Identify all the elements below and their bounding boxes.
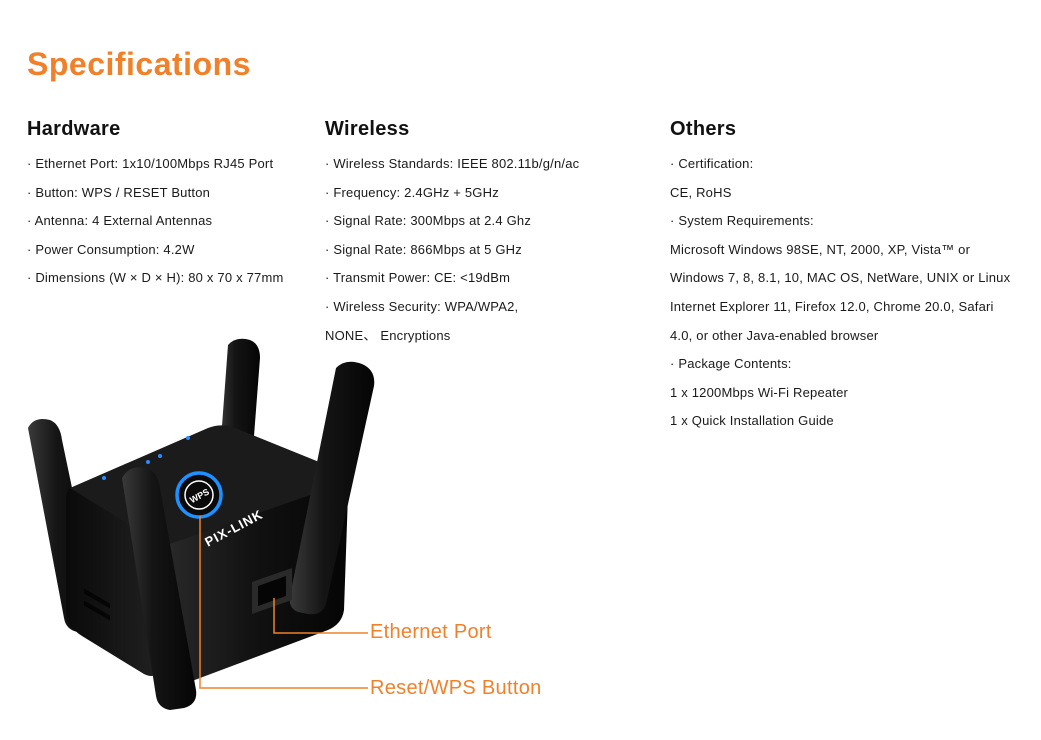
- others-section: Others · Certification: CE, RoHS · Syste…: [670, 118, 1010, 436]
- hardware-section: Hardware · Ethernet Port: 1x10/100Mbps R…: [27, 118, 284, 293]
- spec-item: · Button: WPS / RESET Button: [27, 184, 211, 200]
- spec-item: · Signal Rate: 866Mbps at 5 GHz: [325, 241, 522, 257]
- spec-item: Internet Explorer 11, Firefox 12.0, Chro…: [670, 298, 994, 314]
- spec-item: · Wireless Security: WPA/WPA2,: [325, 298, 519, 314]
- others-list: · Certification: CE, RoHS · System Requi…: [670, 150, 1010, 436]
- wps-callout-line: [199, 516, 368, 689]
- spec-item: CE, RoHS: [670, 184, 732, 200]
- spec-item: · Power Consumption: 4.2W: [27, 241, 195, 257]
- reset-wps-callout: Reset/WPS Button: [370, 677, 542, 699]
- spec-item: · Transmit Power: CE: <19dBm: [325, 270, 511, 286]
- wireless-list: · Wireless Standards: IEEE 802.11b/g/n/a…: [325, 150, 579, 350]
- page-title: Specifications: [27, 46, 251, 82]
- spec-item: · System Requirements:: [670, 213, 814, 229]
- spec-item: · Certification:: [670, 156, 754, 171]
- spec-item: Windows 7, 8, 8.1, 10, MAC OS, NetWare, …: [670, 270, 1011, 286]
- others-heading: Others: [670, 118, 737, 140]
- spec-item: 1 x Quick Installation Guide: [670, 413, 834, 429]
- hardware-heading: Hardware: [27, 118, 121, 140]
- wireless-heading: Wireless: [325, 118, 410, 140]
- spec-item: 1 x 1200Mbps Wi-Fi Repeater: [670, 384, 849, 400]
- spec-item: · Dimensions (W × D × H): 80 x 70 x 77mm: [27, 270, 284, 286]
- vent-slots: [84, 588, 110, 621]
- antenna-front-right: [289, 361, 375, 615]
- spec-item: 4.0, or other Java-enabled browser: [670, 327, 879, 343]
- ethernet-callout-line: [273, 598, 368, 634]
- spec-item: · Ethernet Port: 1x10/100Mbps RJ45 Port: [27, 156, 274, 171]
- spec-item: · Frequency: 2.4GHz + 5GHz: [325, 184, 499, 200]
- wireless-section: Wireless · Wireless Standards: IEEE 802.…: [325, 118, 579, 350]
- spec-item: · Package Contents:: [670, 356, 792, 372]
- ethernet-port-callout: Ethernet Port: [370, 621, 492, 643]
- spec-item: · Signal Rate: 300Mbps at 2.4 Ghz: [325, 213, 532, 229]
- spec-item: · Wireless Standards: IEEE 802.11b/g/n/a…: [325, 156, 580, 171]
- spec-item: NONE、 Encryptions: [325, 327, 451, 343]
- hardware-list: · Ethernet Port: 1x10/100Mbps RJ45 Port …: [27, 150, 284, 293]
- led-indicators: [102, 436, 190, 480]
- ethernet-port: [252, 568, 292, 614]
- spec-item: Microsoft Windows 98SE, NT, 2000, XP, Vi…: [670, 241, 971, 257]
- wifi-repeater-image: WPS PIX-LINK: [28, 338, 375, 710]
- antenna-front-left: [122, 467, 197, 710]
- wps-button: WPS: [175, 471, 223, 519]
- spec-item: · Antenna: 4 External Antennas: [27, 213, 213, 229]
